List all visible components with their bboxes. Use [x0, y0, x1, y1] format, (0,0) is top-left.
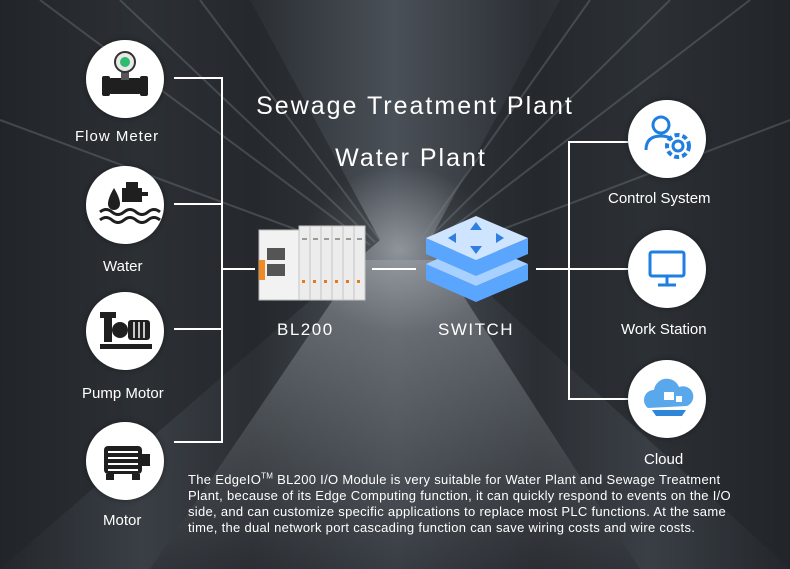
connector-pump-motor — [174, 328, 223, 330]
water-treatment-icon — [99, 182, 161, 224]
description-paragraph: The EdgeIOTM BL200 I/O Module is very su… — [188, 472, 748, 536]
water-label: Water — [103, 258, 143, 275]
title-water-plant: Water Plant — [335, 144, 487, 172]
pump-motor-node — [86, 292, 164, 370]
bl200-label: BL200 — [277, 320, 334, 339]
motor-label: Motor — [103, 512, 142, 529]
description-text: BL200 I/O Module is very suitable for Wa… — [188, 472, 731, 535]
motor-node — [86, 422, 164, 500]
control-system-label: Control System — [608, 190, 711, 207]
bl200-module-icon — [258, 225, 366, 301]
water-node — [86, 166, 164, 244]
control-system-icon — [644, 115, 691, 159]
network-switch-icon — [426, 216, 528, 302]
connector-control-system — [568, 141, 628, 143]
connector-left-trunk — [221, 77, 223, 443]
cloud-label: Cloud — [644, 451, 684, 468]
trademark-mark: TM — [261, 471, 274, 481]
cloud-node — [628, 360, 706, 438]
cloud-icon — [644, 378, 694, 416]
connector-bl200-to-switch — [372, 268, 416, 270]
connector-motor — [174, 441, 223, 443]
connector-cloud — [568, 398, 628, 400]
work-station-node — [628, 230, 706, 308]
control-system-node — [628, 100, 706, 178]
description-prefix: The — [188, 472, 216, 487]
monitor-icon — [648, 250, 686, 287]
brand-name: EdgeIO — [215, 472, 262, 487]
switch-label: SWITCH — [438, 320, 515, 339]
pump-motor-icon — [100, 312, 152, 349]
title-sewage-treatment-plant: Sewage Treatment Plant — [256, 92, 574, 120]
work-station-label: Work Station — [621, 321, 707, 338]
connector-trunk-to-bl200 — [223, 268, 255, 270]
flow-meter-node — [86, 40, 164, 118]
pump-motor-label: Pump Motor — [82, 385, 164, 402]
connector-work-station — [568, 268, 628, 270]
connector-water — [174, 203, 223, 205]
flow-meter-label: Flow Meter — [75, 128, 160, 145]
connector-flow-meter — [174, 77, 223, 79]
connector-right-trunk — [568, 141, 570, 400]
flow-meter-icon — [102, 51, 148, 96]
connector-switch-to-trunk — [536, 268, 570, 270]
motor-icon — [104, 446, 150, 480]
